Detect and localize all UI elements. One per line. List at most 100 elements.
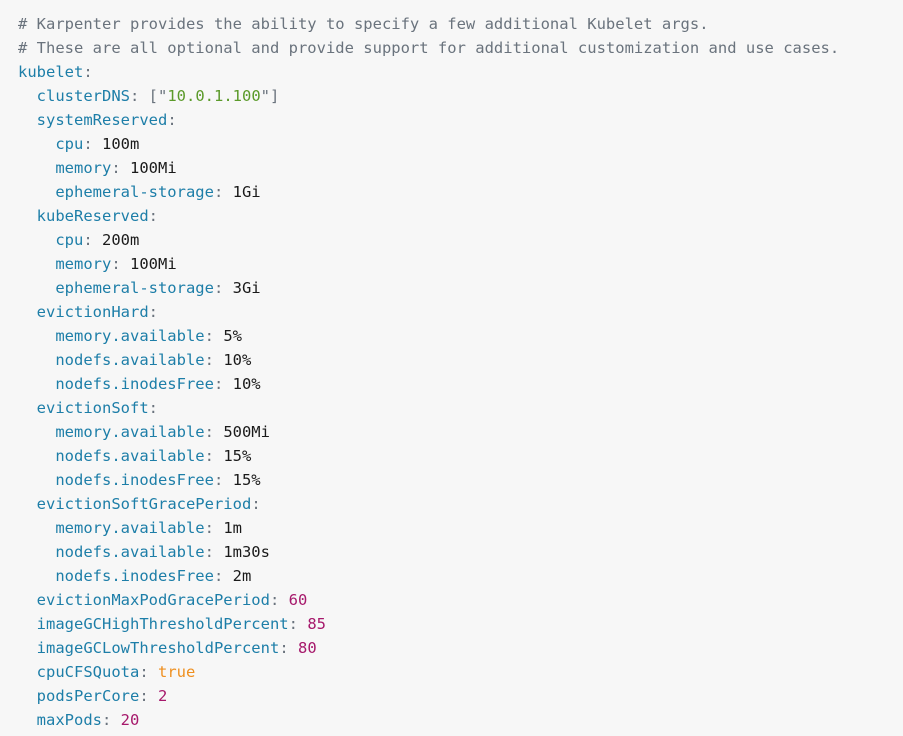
code-token-punct: : xyxy=(148,207,158,225)
code-indent xyxy=(18,447,55,465)
code-token-key: podsPerCore xyxy=(36,687,140,705)
code-line: kubeReserved: xyxy=(18,204,903,228)
code-line: memory.available: 5% xyxy=(18,324,903,348)
code-token-key: evictionHard xyxy=(36,303,149,321)
code-token-punct: "] xyxy=(260,87,280,105)
code-token-scalar: 1m xyxy=(223,519,242,537)
code-line: maxPods: 20 xyxy=(18,708,903,732)
code-token-punct: : xyxy=(213,375,233,393)
code-line: ephemeral-storage: 1Gi xyxy=(18,180,903,204)
code-token-number: 80 xyxy=(297,639,317,657)
code-line: nodefs.inodesFree: 15% xyxy=(18,468,903,492)
code-indent xyxy=(18,615,37,633)
code-line: evictionHard: xyxy=(18,300,903,324)
code-token-key: nodefs.available xyxy=(55,351,205,369)
code-line: cpuCFSQuota: true xyxy=(18,660,903,684)
code-indent xyxy=(18,207,37,225)
code-line: memory: 100Mi xyxy=(18,252,903,276)
code-token-punct: : xyxy=(213,567,233,585)
code-indent xyxy=(18,255,55,273)
code-line: memory.available: 500Mi xyxy=(18,420,903,444)
code-indent xyxy=(18,399,37,417)
code-token-scalar: 200m xyxy=(102,231,140,249)
code-token-scalar: 100m xyxy=(102,135,140,153)
code-indent xyxy=(18,87,37,105)
code-token-key: cpu xyxy=(55,231,84,249)
code-token-key: memory.available xyxy=(55,327,205,345)
code-token-punct: : xyxy=(139,687,158,705)
code-token-key: evictionSoftGracePeriod xyxy=(36,495,252,513)
code-token-key: kubeReserved xyxy=(36,207,149,225)
code-token-comment: # Karpenter provides the ability to spec… xyxy=(18,15,709,33)
code-line: cpu: 200m xyxy=(18,228,903,252)
code-token-punct: : xyxy=(83,231,102,249)
code-token-key: memory.available xyxy=(55,423,205,441)
code-token-punct: : xyxy=(204,351,224,369)
code-token-key: clusterDNS xyxy=(36,87,130,105)
code-token-comment: # These are all optional and provide sup… xyxy=(18,39,840,57)
code-token-key: ephemeral-storage xyxy=(55,183,214,201)
code-token-punct: : xyxy=(213,279,233,297)
code-token-key: memory xyxy=(55,255,112,273)
code-token-punct: : xyxy=(269,591,289,609)
code-indent xyxy=(18,327,55,345)
code-token-key: maxPods xyxy=(36,711,102,729)
code-token-scalar: 3Gi xyxy=(232,279,261,297)
code-indent xyxy=(18,639,37,657)
code-token-key: ephemeral-storage xyxy=(55,279,214,297)
code-token-number: 20 xyxy=(120,711,140,729)
code-token-punct: : xyxy=(204,423,224,441)
code-token-key: imageGCLowThresholdPercent xyxy=(36,639,280,657)
code-token-key: nodefs.inodesFree xyxy=(55,375,214,393)
code-token-punct: : xyxy=(148,303,158,321)
code-token-scalar: 100Mi xyxy=(130,159,177,177)
code-token-scalar: 5% xyxy=(223,327,242,345)
code-token-punct: : xyxy=(83,135,102,153)
code-token-punct: : xyxy=(139,663,158,681)
code-line: memory.available: 1m xyxy=(18,516,903,540)
code-indent xyxy=(18,159,55,177)
code-token-scalar: 1Gi xyxy=(232,183,261,201)
code-indent xyxy=(18,663,37,681)
code-line: imageGCHighThresholdPercent: 85 xyxy=(18,612,903,636)
code-line: evictionSoftGracePeriod: xyxy=(18,492,903,516)
code-token-bool: true xyxy=(158,663,196,681)
code-indent xyxy=(18,567,55,585)
code-token-scalar: 100Mi xyxy=(130,255,177,273)
code-token-punct: : xyxy=(279,639,298,657)
code-line: nodefs.inodesFree: 10% xyxy=(18,372,903,396)
code-token-number: 2 xyxy=(158,687,168,705)
code-token-key: memory xyxy=(55,159,112,177)
code-line: evictionMaxPodGracePeriod: 60 xyxy=(18,588,903,612)
code-line: memory: 100Mi xyxy=(18,156,903,180)
code-token-punct: : xyxy=(83,63,93,81)
code-indent xyxy=(18,279,55,297)
code-line: # These are all optional and provide sup… xyxy=(18,36,903,60)
code-token-key: evictionMaxPodGracePeriod xyxy=(36,591,270,609)
code-line: podsPerCore: 2 xyxy=(18,684,903,708)
code-indent xyxy=(18,471,55,489)
code-token-punct: : xyxy=(148,399,158,417)
code-indent xyxy=(18,303,37,321)
code-token-scalar: 1m30s xyxy=(223,543,270,561)
code-token-key: cpu xyxy=(55,135,84,153)
code-indent xyxy=(18,711,37,729)
code-indent xyxy=(18,375,55,393)
code-token-punct: : xyxy=(213,183,233,201)
code-token-scalar: 15% xyxy=(223,447,252,465)
code-token-key: nodefs.available xyxy=(55,447,205,465)
code-token-punct: : xyxy=(111,255,130,273)
code-token-key: evictionSoft xyxy=(36,399,149,417)
code-line: evictionSoft: xyxy=(18,396,903,420)
code-indent xyxy=(18,591,37,609)
code-token-punct: : xyxy=(204,519,224,537)
code-indent xyxy=(18,423,55,441)
code-token-string: 10.0.1.100 xyxy=(167,87,261,105)
code-token-scalar: 15% xyxy=(232,471,261,489)
code-token-scalar: 10% xyxy=(232,375,261,393)
code-token-punct: : xyxy=(111,159,130,177)
code-token-key: kubelet xyxy=(18,63,84,81)
code-token-punct: : xyxy=(288,615,308,633)
code-indent xyxy=(18,687,37,705)
